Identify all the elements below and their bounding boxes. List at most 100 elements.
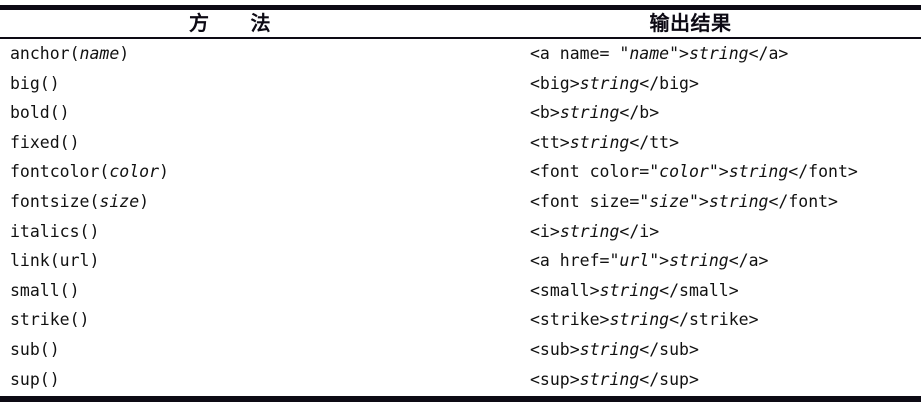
code-literal: </a> <box>748 44 789 63</box>
code-literal: </font> <box>768 192 838 211</box>
cell-method: italics() <box>10 217 460 247</box>
column-header-method: 方 法 <box>189 11 271 35</box>
code-literal: "> <box>688 192 709 211</box>
code-literal: big() <box>10 73 60 93</box>
code-literal: <strike> <box>530 310 610 330</box>
code-literal: </font> <box>788 162 858 182</box>
code-literal: </sup> <box>639 369 699 389</box>
code-literal: bold() <box>10 103 70 123</box>
code-literal: link(url) <box>10 251 100 271</box>
italic-parameter: size <box>99 192 140 211</box>
column-header-output: 输出结果 <box>649 11 732 35</box>
table-row: fixed() <tt>string</tt> <box>0 128 921 158</box>
table-header-row: 方 法 输出结果 <box>0 10 921 37</box>
code-literal: "> <box>669 44 689 63</box>
table-row: fontsize(size)<font size="size">string</… <box>0 187 921 217</box>
code-literal: <sup> <box>530 369 580 389</box>
code-literal: fontcolor( <box>10 162 110 182</box>
table-body: anchor(name)<a name= "name">string</a>bi… <box>0 39 921 396</box>
code-literal: fixed() <box>10 132 80 152</box>
cell-method: fontcolor(color) <box>10 157 460 187</box>
code-literal: <sub> <box>530 340 580 359</box>
code-literal: <big> <box>530 73 580 93</box>
cell-method: bold() <box>10 98 460 128</box>
code-literal: <small> <box>530 280 600 300</box>
italic-parameter: color <box>109 162 160 182</box>
code-literal: ) <box>139 192 150 211</box>
italic-parameter: color <box>659 162 709 182</box>
cell-output: <a href="url">string</a> <box>530 246 921 276</box>
italic-parameter: string <box>728 162 789 182</box>
italic-parameter: string <box>708 192 769 211</box>
code-literal: </strike> <box>669 310 759 330</box>
cell-output: <tt>string</tt> <box>530 128 921 158</box>
code-literal: strike() <box>10 310 90 330</box>
table-row: bold() <b>string</b> <box>0 98 921 128</box>
italic-parameter: string <box>599 280 660 300</box>
code-literal: <font color=" <box>530 162 660 182</box>
code-literal: <i> <box>530 221 560 241</box>
cell-output: <big>string</big> <box>530 69 921 99</box>
code-literal: <a href=" <box>530 251 620 271</box>
code-literal: </big> <box>639 73 699 93</box>
cell-output: <small>string</small> <box>530 276 921 306</box>
table-row: anchor(name) <a name= " name ">string</a> <box>0 39 921 69</box>
italic-parameter: string <box>559 103 620 123</box>
code-literal: </i> <box>619 221 660 241</box>
table-bottom-rule <box>0 396 921 402</box>
code-literal: ) <box>119 44 130 63</box>
cell-output: <strike>string</strike> <box>530 305 921 335</box>
code-literal: <tt> <box>530 132 570 152</box>
code-literal: "> <box>649 251 670 271</box>
table-row: sub() <sub>string</sub> <box>0 335 921 365</box>
italic-parameter: string <box>688 44 749 63</box>
cell-output: <font color="color">string</font> <box>530 157 921 187</box>
code-literal: fontsize( <box>10 192 100 211</box>
code-literal: </sub> <box>639 340 699 359</box>
italic-parameter: string <box>579 369 640 389</box>
cell-method: link(url) <box>10 246 460 276</box>
code-literal: small() <box>10 280 80 300</box>
italic-parameter: string <box>579 73 640 93</box>
table-row: sup() <sup>string</sup> <box>0 365 921 395</box>
code-literal: sub() <box>10 340 60 359</box>
table-row: link(url) <a href="url">string</a> <box>0 246 921 276</box>
cell-output: <font size="size">string</font> <box>530 187 921 217</box>
italic-parameter: string <box>569 132 630 152</box>
cell-method: sup() <box>10 365 460 395</box>
code-literal: italics() <box>10 221 100 241</box>
table-row: fontcolor(color)<font color="color">stri… <box>0 157 921 187</box>
cell-output: <i>string</i> <box>530 217 921 247</box>
code-literal: ) <box>159 162 169 182</box>
table-row: strike() <strike>string</strike> <box>0 305 921 335</box>
cell-output: <sub>string</sub> <box>530 335 921 365</box>
cell-method: small() <box>10 276 460 306</box>
table-row: italics() <i>string</i> <box>0 217 921 247</box>
cell-output: <sup>string</sup> <box>530 365 921 395</box>
italic-parameter: string <box>579 340 640 359</box>
code-literal: <b> <box>530 103 560 123</box>
table-top-rule <box>0 5 921 10</box>
cell-method: fontsize(size) <box>10 187 460 217</box>
italic-parameter: url <box>619 251 650 271</box>
code-literal: </b> <box>619 103 660 123</box>
cell-method: sub() <box>10 335 460 365</box>
cell-output: <b>string</b> <box>530 98 921 128</box>
table-row: small() <small>string</small> <box>0 276 921 306</box>
cell-method: anchor(name) <box>10 39 460 69</box>
code-literal: sup() <box>10 369 60 389</box>
cell-method: fixed() <box>10 128 460 158</box>
code-literal: "> <box>708 162 729 182</box>
italic-parameter: string <box>669 251 729 271</box>
table-row: big() <big>string</big> <box>0 69 921 99</box>
italic-parameter: string <box>609 310 670 330</box>
italic-parameter: name <box>79 44 120 63</box>
code-literal: <a name= " <box>530 44 630 63</box>
cell-method: big() <box>10 69 460 99</box>
code-literal: <font size=" <box>530 192 650 211</box>
code-literal: </tt> <box>629 132 680 152</box>
italic-parameter: string <box>559 221 620 241</box>
table-header-divider <box>0 37 921 39</box>
code-literal: </a> <box>728 251 769 271</box>
